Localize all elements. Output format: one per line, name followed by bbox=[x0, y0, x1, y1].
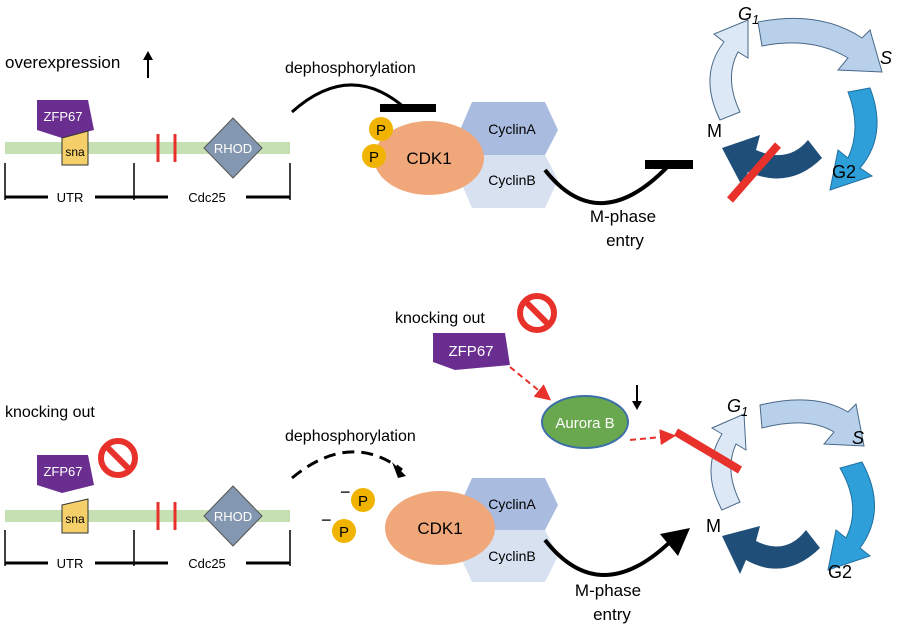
bottom-panel: knocking out ZFP67 sna RHOD bbox=[4, 293, 875, 624]
sna-label: sna bbox=[65, 145, 85, 159]
zfp67-label: ZFP67 bbox=[43, 464, 82, 479]
entry-label: entry bbox=[593, 605, 631, 624]
sna-box: sna bbox=[61, 498, 89, 534]
rhod-domain: RHOD bbox=[203, 485, 263, 547]
knocking-out-label: knocking out bbox=[395, 310, 485, 327]
minus-sign: − bbox=[321, 510, 332, 530]
phosphate: P bbox=[351, 488, 375, 512]
utr-label: UTR bbox=[57, 190, 84, 205]
arrowhead-icon bbox=[660, 528, 690, 556]
inhibition-bar bbox=[380, 104, 436, 112]
s-label: S bbox=[852, 428, 864, 448]
m-label: M bbox=[707, 121, 722, 141]
utr-label: UTR bbox=[57, 556, 84, 571]
cdk1-label: CDK1 bbox=[406, 149, 451, 168]
cdk1-label: CDK1 bbox=[417, 519, 462, 538]
arrowhead-icon bbox=[392, 462, 406, 478]
dephosphorylation-inhibition-arc bbox=[290, 83, 406, 114]
g2-m-arrow bbox=[722, 526, 820, 574]
cdc25-label: Cdc25 bbox=[188, 556, 226, 571]
phosphate: P bbox=[362, 144, 386, 168]
dephosphorylation-label: dephosphorylation bbox=[285, 60, 416, 77]
g2-label: G2 bbox=[828, 562, 852, 582]
aurora-b: Aurora B bbox=[541, 395, 629, 449]
up-arrow-icon bbox=[143, 51, 153, 78]
m-g1-arrow bbox=[709, 19, 749, 121]
top-panel: overexpression ZFP67 sna RHOD bbox=[4, 4, 892, 250]
zfp67-protein: ZFP67 bbox=[37, 455, 94, 493]
cyclin-a-label: CyclinA bbox=[488, 121, 536, 137]
inhibition-bar bbox=[645, 160, 693, 169]
region-brackets bbox=[4, 163, 291, 200]
m-phase-entry-arrow bbox=[543, 538, 674, 577]
zfp67-label: ZFP67 bbox=[448, 343, 493, 360]
prohibited-icon bbox=[517, 293, 557, 333]
zfp67-protein: ZFP67 bbox=[433, 333, 510, 370]
g2-label: G2 bbox=[832, 162, 856, 182]
phosphate: P bbox=[369, 117, 393, 141]
cdc25-label: Cdc25 bbox=[188, 190, 226, 205]
g1-label: G1 bbox=[727, 396, 748, 419]
entry-label: entry bbox=[606, 231, 644, 250]
m-phase-entry-arc bbox=[543, 160, 674, 205]
rhod-label: RHOD bbox=[214, 141, 252, 156]
red-block-mark bbox=[673, 428, 743, 474]
dephosphorylation-label: dephosphorylation bbox=[285, 428, 416, 445]
sna-label: sna bbox=[65, 512, 85, 526]
s-label: S bbox=[880, 48, 892, 68]
phosphate-label: P bbox=[339, 524, 349, 541]
g2-m-arrow bbox=[722, 135, 822, 186]
overexpression-label: overexpression bbox=[5, 53, 120, 72]
g1-s-arrow bbox=[759, 399, 865, 447]
cell-cycle-wheel: G1 S G2 M bbox=[707, 4, 892, 203]
phosphate-label: P bbox=[358, 493, 368, 510]
red-block-mark bbox=[726, 142, 782, 203]
knocking-out-label: knocking out bbox=[5, 404, 95, 421]
minus-sign: − bbox=[340, 482, 351, 502]
aurora-b-label: Aurora B bbox=[555, 415, 614, 432]
rhod-domain: RHOD bbox=[203, 117, 263, 179]
cyclin-b-label: CyclinB bbox=[488, 172, 535, 188]
s-g2-arrow bbox=[827, 461, 875, 571]
rhod-label: RHOD bbox=[214, 509, 252, 524]
m-phase-label: M-phase bbox=[590, 207, 656, 226]
g1-label: G1 bbox=[738, 4, 759, 27]
phosphate-label: P bbox=[376, 122, 386, 139]
sna-box: sna bbox=[61, 130, 89, 166]
cyclin-b-label: CyclinB bbox=[488, 548, 535, 564]
s-g2-arrow bbox=[829, 87, 878, 191]
prohibited-icon bbox=[98, 438, 138, 478]
cdk1: CDK1 bbox=[374, 121, 484, 195]
red-dashed-arrow bbox=[629, 429, 676, 446]
zfp67-label: ZFP67 bbox=[43, 109, 82, 124]
zfp67-protein: ZFP67 bbox=[37, 100, 94, 138]
red-dashed-arrow bbox=[509, 366, 552, 401]
cyclin-a: CyclinA bbox=[460, 102, 558, 155]
phosphate: P bbox=[332, 519, 356, 543]
m-phase-label: M-phase bbox=[575, 581, 641, 600]
cyclin-a-label: CyclinA bbox=[488, 496, 536, 512]
cdk1: CDK1 bbox=[385, 491, 495, 565]
phosphate-label: P bbox=[369, 149, 379, 166]
down-arrow-icon bbox=[632, 385, 642, 410]
cyclin-b: CyclinB bbox=[460, 155, 558, 208]
g1-s-arrow bbox=[757, 17, 883, 73]
dephosphorylation-dashed-arrow bbox=[291, 450, 403, 480]
cell-cycle-wheel: G1 S G2 M bbox=[673, 396, 875, 582]
region-brackets bbox=[4, 530, 291, 566]
m-label: M bbox=[706, 516, 721, 536]
